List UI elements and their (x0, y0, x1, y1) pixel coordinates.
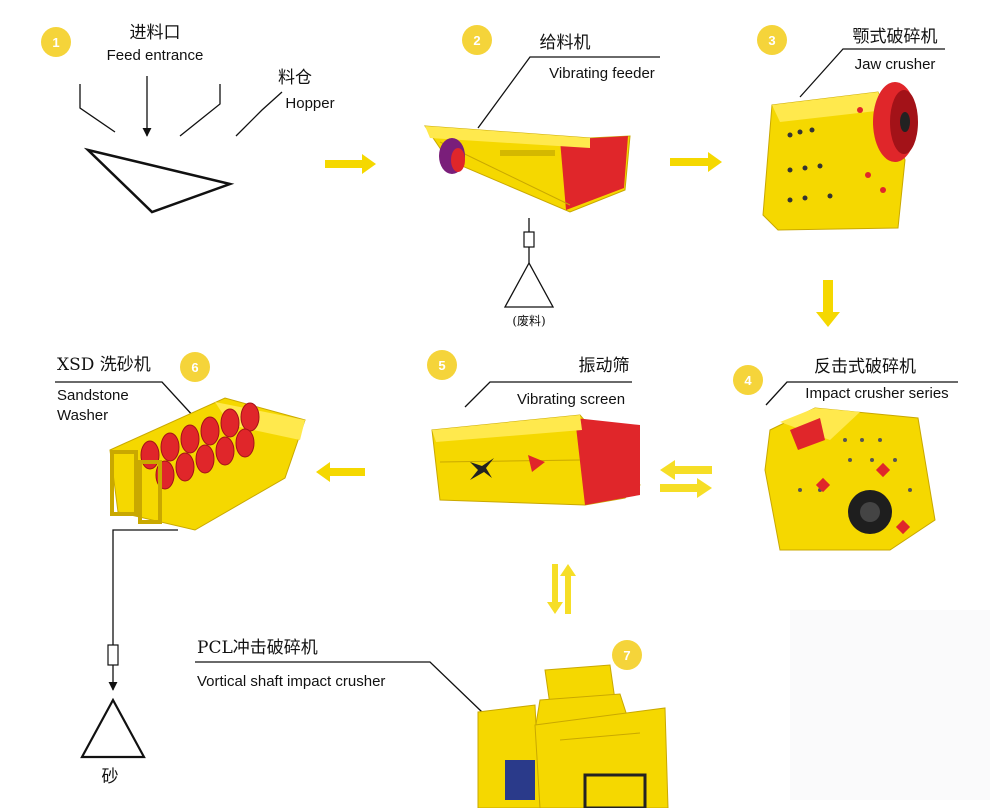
vibrating-feeder-illustration (424, 125, 631, 213)
waste-pile-triangle (503, 261, 555, 308)
jaw-crusher-zh-label: 颚式破碎机 (853, 27, 938, 47)
step-number-3: 3 (768, 33, 775, 48)
vsi-crusher-illustration (477, 664, 669, 808)
jaw-crusher-leader-line (799, 48, 945, 98)
vibrating-screen-illustration (431, 414, 641, 506)
screen-zh-label: 振动筛 (579, 356, 630, 376)
washer-en-label-line1: Sandstone (57, 387, 129, 404)
feeder-leader-line (477, 56, 660, 129)
sand-pile-triangle (80, 697, 146, 759)
feeder-en-label: Vibrating feeder (549, 65, 655, 82)
feed-line-left (79, 84, 116, 133)
stage-6-sand-washer: 6 XSD 洗砂机 Sandstone Washer (55, 352, 306, 787)
stage-5-vibrating-screen: 5 振动筛 Vibrating screen (427, 350, 641, 506)
vsi-crusher-zh-label: PCL冲击破碎机 (197, 638, 318, 658)
flow-arrow-5-to-4-return (660, 478, 712, 498)
step-number-4: 4 (744, 373, 752, 388)
sand-label: 砂 (102, 767, 119, 787)
hopper-en-label: Hopper (285, 95, 334, 112)
feed-line-right (179, 84, 221, 137)
hopper-leader-line (235, 91, 283, 137)
hopper-zh-label: 料仓 (278, 68, 312, 88)
impact-crusher-en-label: Impact crusher series (805, 385, 948, 402)
jaw-crusher-illustration (762, 82, 918, 231)
flow-arrow-3-to-4 (816, 280, 840, 327)
step-badge-3 (757, 25, 787, 55)
screen-leader-line (464, 381, 632, 408)
stage-4-impact-crusher: 4 反击式破碎机 Impact crusher series (733, 357, 958, 551)
flow-arrow-5-to-6 (316, 462, 365, 482)
step-badge-7 (612, 640, 642, 670)
flow-arrow-1-to-2 (325, 154, 376, 174)
feeder-zh-label: 给料机 (540, 33, 591, 53)
flow-arrow-2-to-3 (670, 152, 722, 172)
vsi-crusher-leader-line (195, 661, 483, 713)
step-badge-2 (462, 25, 492, 55)
feed-entrance-en-label: Feed entrance (107, 47, 204, 64)
flow-arrow-7-to-5-return (560, 564, 576, 614)
stage-3-jaw-crusher: 3 颚式破碎机 Jaw crusher (757, 25, 945, 231)
screen-en-label: Vibrating screen (517, 391, 625, 408)
step-number-6: 6 (191, 360, 198, 375)
sand-washer-illustration (109, 397, 306, 531)
step-badge-6 (180, 352, 210, 382)
feed-entrance-zh-label: 进料口 (130, 23, 181, 43)
stage-7-vsi-crusher: 7 PCL冲击破碎机 Vortical shaft impact crusher (195, 638, 669, 808)
impact-crusher-zh-label: 反击式破碎机 (814, 357, 916, 377)
step-badge-1 (41, 27, 71, 57)
flow-arrow-4-to-5 (660, 460, 712, 480)
step-badge-4 (733, 365, 763, 395)
washer-zh-label: XSD 洗砂机 (57, 355, 151, 375)
flow-arrow-5-to-7 (547, 564, 563, 614)
washer-en-label-line2: Washer (57, 407, 108, 424)
jaw-crusher-en-label: Jaw crusher (855, 56, 936, 73)
waste-filter-box (523, 231, 535, 248)
step-number-5: 5 (438, 358, 445, 373)
vsi-crusher-en-label: Vortical shaft impact crusher (197, 673, 385, 690)
step-number-2: 2 (473, 33, 480, 48)
impact-crusher-leader-line (765, 381, 958, 406)
stage-1-feed-entrance: 1 进料口 Feed entrance 料仓 Hopper (41, 23, 335, 214)
faded-region (790, 610, 990, 800)
step-badge-5 (427, 350, 457, 380)
step-number-1: 1 (52, 35, 59, 50)
sand-filter-box (107, 644, 119, 666)
hopper-shape (83, 147, 235, 214)
sand-line-top (112, 529, 178, 645)
stage-2-vibrating-feeder: 2 给料机 Vibrating feeder (废料) (424, 25, 660, 328)
washer-leader-line (55, 381, 196, 419)
impact-crusher-illustration (764, 407, 936, 551)
step-number-7: 7 (623, 648, 630, 663)
waste-label: (废料) (512, 313, 545, 328)
